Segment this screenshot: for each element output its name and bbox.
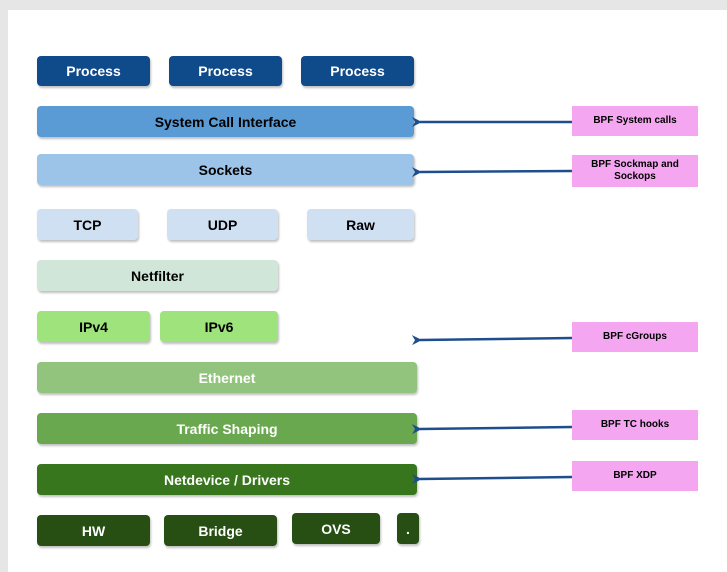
ethernet-box: Ethernet <box>37 362 417 393</box>
raw-box: Raw <box>307 209 414 240</box>
hook-arrows <box>411 117 573 485</box>
arrow-tc-hooks <box>411 424 573 435</box>
sockets-box: Sockets <box>37 154 414 185</box>
arrow-sockmap <box>411 167 573 178</box>
tcp-box: TCP <box>37 209 138 240</box>
process-box-3: Process <box>301 56 414 86</box>
process-box-2: Process <box>169 56 282 86</box>
bpf-xdp-label: BPF XDP <box>572 461 698 491</box>
netdevice-drivers-box: Netdevice / Drivers <box>37 464 417 495</box>
arrow-xdp <box>411 474 573 485</box>
diagram-canvas: Process Process Process System Call Inte… <box>8 10 727 572</box>
netfilter-box: Netfilter <box>37 260 278 291</box>
traffic-shaping-box: Traffic Shaping <box>37 413 417 444</box>
udp-box: UDP <box>167 209 278 240</box>
bpf-sockmap-label: BPF Sockmap and Sockops <box>572 155 698 187</box>
system-call-interface-box: System Call Interface <box>37 106 414 137</box>
bridge-box: Bridge <box>164 515 277 546</box>
ellipsis-box: . <box>397 513 419 544</box>
process-box-1: Process <box>37 56 150 86</box>
bpf-cgroups-label: BPF cGroups <box>572 322 698 352</box>
bpf-tc-hooks-label: BPF TC hooks <box>572 410 698 440</box>
hw-box: HW <box>37 515 150 546</box>
ipv6-box: IPv6 <box>160 311 278 342</box>
ovs-box: OVS <box>292 513 380 544</box>
bpf-system-calls-label: BPF System calls <box>572 106 698 136</box>
arrow-cgroups <box>411 335 573 346</box>
ipv4-box: IPv4 <box>37 311 150 342</box>
